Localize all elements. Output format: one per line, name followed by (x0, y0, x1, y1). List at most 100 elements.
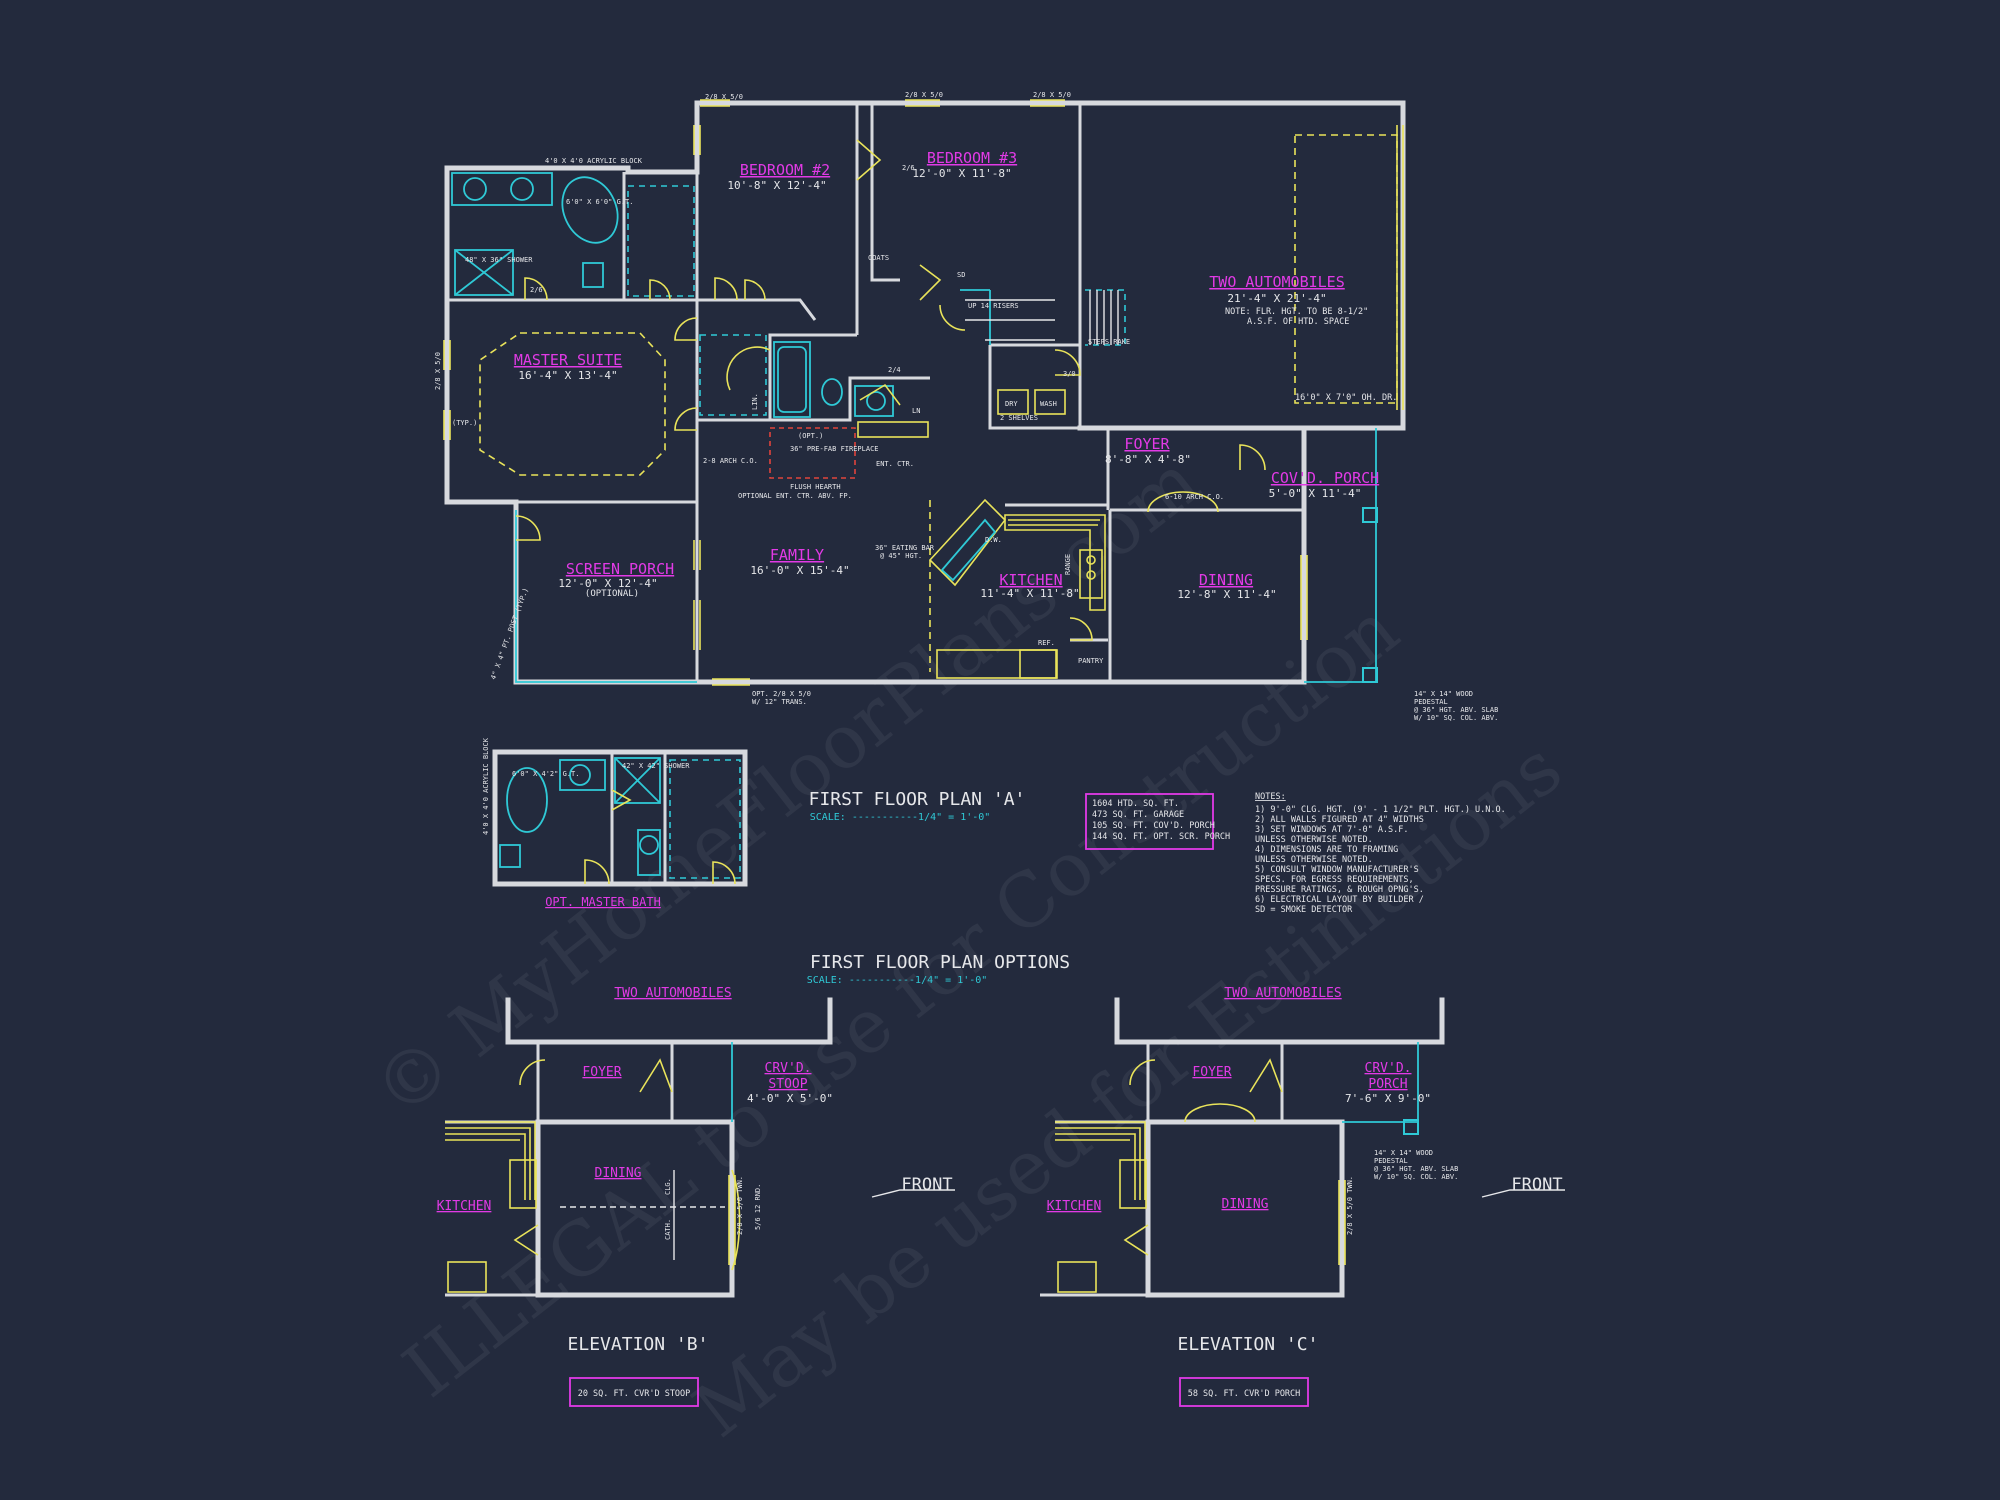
bedroom2-name: BEDROOM #2 (740, 161, 830, 179)
elevb-stoop-1: CRV'D. (765, 1061, 812, 1076)
elevation-b-option: TWO AUTOMOBILES FOYER CRV'D. STOOP 4'-0"… (437, 986, 955, 1407)
elevc-kitchen: KITCHEN (1047, 1199, 1102, 1214)
burner-icon (1086, 570, 1096, 580)
elevc-dining: DINING (1222, 1197, 1269, 1212)
window (1030, 99, 1065, 107)
linen-label: LIN. (751, 393, 759, 410)
tub-basin (777, 346, 807, 413)
door-swing (1069, 617, 1093, 641)
door-swing (513, 1224, 539, 1256)
entertainment-center (857, 421, 929, 438)
elevc-area-box (1179, 1377, 1309, 1407)
note-line: 1) 9'-0" CLG. HGT. (9' - 1 1/2" PLT. HGT… (1255, 805, 1506, 815)
window-label-5: 2/6 (902, 164, 915, 172)
door-swing (919, 264, 942, 301)
family-dim: 16'-0" X 15'-4" (750, 564, 849, 577)
tub-label: 6'0" X 6'0" G.T. (566, 198, 633, 206)
shower-icon (454, 249, 514, 296)
elevb-foyer: FOYER (582, 1065, 621, 1080)
sink-icon (639, 835, 659, 855)
bedroom3-dim: 12'-0" X 11'-8" (912, 167, 1011, 180)
door-swing (714, 277, 738, 301)
elevb-stoop-2: STOOP (768, 1077, 807, 1092)
range-icon (1079, 549, 1103, 599)
garage-wall (1114, 997, 1445, 1045)
entctr-label: ENT. CTR. (876, 460, 914, 468)
wall-closet (870, 103, 900, 282)
window-label-3: 2/8 X 5/0 (1033, 91, 1071, 99)
porch-name: COV'D. PORCH (1271, 469, 1379, 487)
pedestal-label-4: W/ 10" SQ. COL. ABV. (1414, 714, 1498, 722)
garage-note-2: A.S.F. OF HTD. SPACE (1247, 317, 1349, 327)
vanity (451, 172, 553, 206)
wall-bath2 (768, 335, 930, 422)
garage-note-1: NOTE: FLR. HGT. TO BE 8-1/2" (1225, 307, 1368, 317)
door-swing (726, 346, 771, 391)
sink-icon (569, 764, 591, 786)
range-icon (509, 1159, 537, 1209)
door-swing (744, 279, 766, 301)
shower-label: 48" X 36" SHOWER (465, 256, 533, 264)
door-swing (674, 407, 698, 431)
hearth-label: FLUSH HEARTH (790, 483, 841, 491)
dryer-label: DRY (1005, 400, 1018, 408)
vanity (559, 759, 606, 791)
door-swing (1249, 1058, 1283, 1093)
opt-label: (OPT.) (798, 432, 823, 440)
master-bath-fixtures (451, 172, 695, 297)
elevb-dining: DINING (595, 1166, 642, 1181)
kitchen-island (928, 498, 1007, 587)
stair-lines (965, 299, 1055, 341)
porch-post-icon (1403, 1119, 1419, 1135)
foyer-walls (1146, 1042, 1284, 1122)
master-dim: 16'-4" X 13'-4" (518, 369, 617, 382)
porch-post-icon (1362, 667, 1378, 683)
vanity (854, 385, 894, 417)
stairs (960, 289, 1126, 346)
exterior-wall-upper (694, 100, 1406, 431)
note-line: 5) CONSULT WINDOW MANUFACTURER'S (1255, 865, 1419, 875)
door-swing (859, 383, 901, 406)
pedestal-label-2: PEDESTAL (1414, 698, 1448, 706)
first-floor-plan-a: BEDROOM #2 10'-8" X 12'-4" BEDROOM #3 12… (434, 91, 1498, 722)
bedroom3-name: BEDROOM #3 (927, 149, 1017, 167)
elevb-clg: CLG. (664, 1178, 672, 1195)
door-swing (1123, 1224, 1149, 1256)
tub-icon (561, 176, 619, 244)
door-swing (524, 277, 548, 301)
elevc-porch-dim: 7'-6" X 9'-0" (1345, 1092, 1431, 1105)
arch-opening (1147, 491, 1219, 513)
note-line: 2) ALL WALLS FIGURED AT 4" WIDTHS (1255, 815, 1424, 825)
foyer-dim: 8'-8" X 4'-8" (1105, 453, 1191, 466)
screen-porch-name: SCREEN PORCH (566, 560, 674, 578)
elevc-front: FRONT (1511, 1175, 1562, 1195)
elevc-area: 58 SQ. FT. CVR'D PORCH (1188, 1389, 1301, 1399)
kitchen-counter (1004, 514, 1106, 611)
window (1338, 1180, 1346, 1265)
elevc-window-label: 2/8 X 5/0 TWN. (1346, 1176, 1354, 1235)
notes-title: NOTES: (1255, 792, 1286, 802)
shower-drain-icon (454, 249, 514, 296)
stair-rail (960, 289, 991, 345)
steps-label: STEPS RAKE (1088, 338, 1130, 346)
kitchen-counter (445, 1121, 536, 1200)
elevb-area-box (569, 1377, 699, 1407)
kitchen-fixtures (928, 498, 1106, 679)
area-box (1085, 793, 1214, 850)
lower-counter (936, 649, 1058, 679)
refrigerator-icon (1019, 649, 1057, 679)
elevb-cath: CATH. (664, 1219, 672, 1240)
note-line: PRESSURE RATINGS, & ROUGH OPNG'S. (1255, 885, 1424, 895)
dining-walls (1145, 1119, 1345, 1298)
exterior-wall-bottom (709, 425, 1307, 685)
coats-label: COATS (868, 254, 889, 262)
front-arrow-icon (1481, 1189, 1565, 1198)
door-swing (649, 279, 671, 301)
arch-opening (1184, 1103, 1256, 1123)
screen-porch-sub: (OPTIONAL) (585, 589, 639, 599)
opt-bath-shower-label: 42" X 42" SHOWER (622, 762, 690, 770)
dining-dim: 12'-8" X 11'-4" (1177, 588, 1276, 601)
pantry-label: PANTRY (1078, 657, 1104, 665)
ln-label: LN (912, 407, 920, 415)
window-label-2: 2/8 X 5/0 (905, 91, 943, 99)
